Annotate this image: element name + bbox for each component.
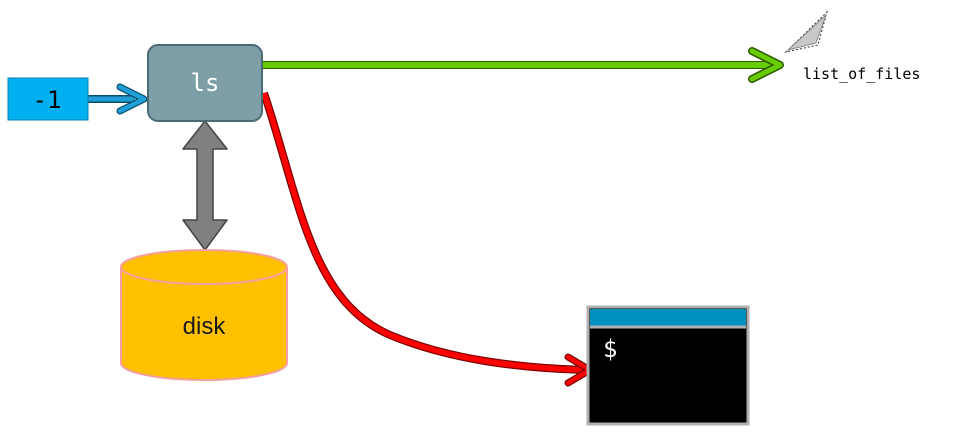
file-icon [784,10,828,53]
command-box: ls [147,44,263,122]
argument-label: -1 [33,86,62,114]
command-label: ls [191,69,220,97]
disk-io-arrow [182,120,228,251]
terminal-prompt: $ [603,335,617,363]
stdout-arrow [262,47,784,83]
terminal-window: $ [586,305,750,426]
stderr-arrow [260,91,594,387]
argument-box: -1 [7,77,89,121]
disk-cylinder: disk [120,249,288,381]
terminal-title-bar [590,309,746,326]
disk-label: disk [183,313,227,340]
input-arrow [88,83,148,115]
output-file-label: list_of_files [803,65,920,83]
